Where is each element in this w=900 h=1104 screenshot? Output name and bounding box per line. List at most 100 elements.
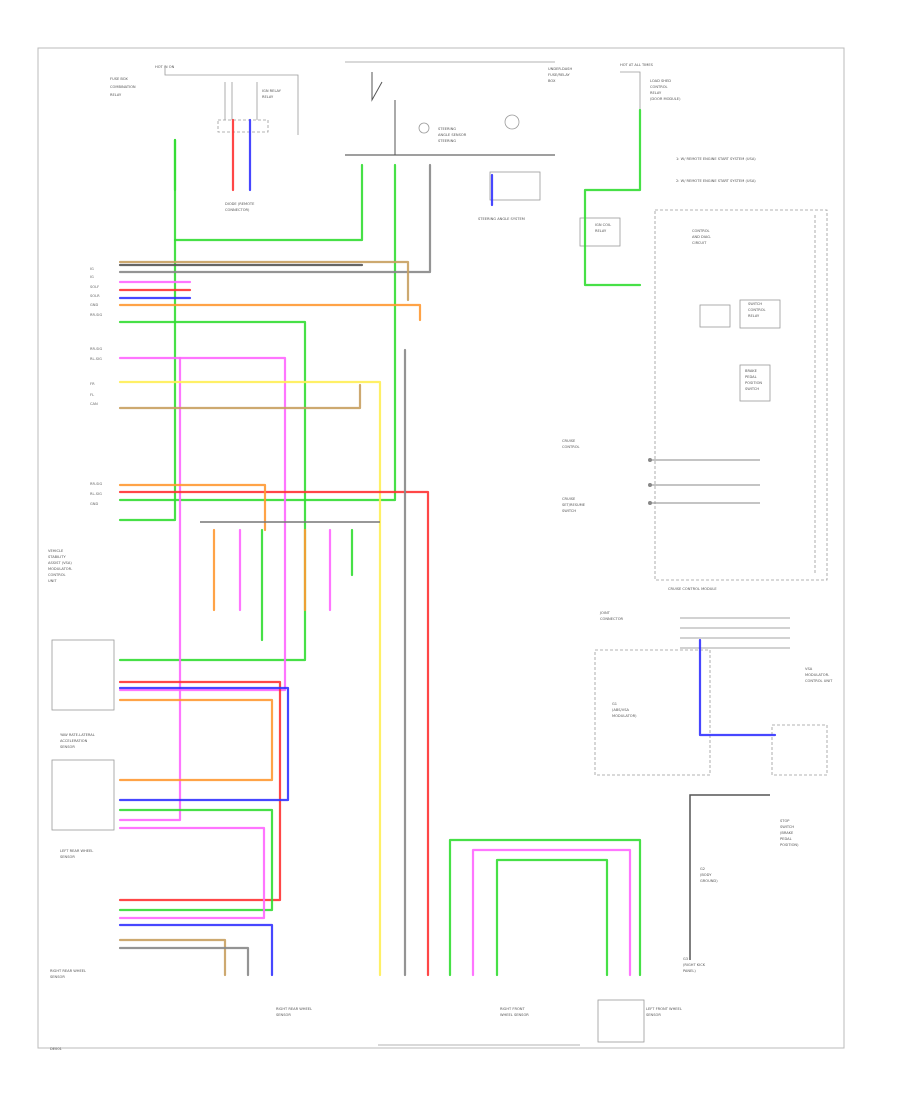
svg-text:RIGHT REAR WHEEL: RIGHT REAR WHEEL	[50, 969, 86, 973]
wire-green-0	[118, 138, 177, 522]
svg-text:ACCELERATION: ACCELERATION	[60, 739, 88, 743]
svg-text:STEERING ANGLE SYSTEM: STEERING ANGLE SYSTEM	[478, 217, 525, 221]
wire-tan-9	[118, 260, 410, 302]
main-connector-pins: IG IG SOLF SOLR GND RR-SIG RR-SIG RL-SIG…	[90, 267, 102, 506]
svg-text:POSITION): POSITION)	[780, 843, 799, 847]
wire-green-3	[118, 163, 397, 502]
svg-text:GND: GND	[90, 502, 98, 506]
svg-text:MODULATOR): MODULATOR)	[612, 714, 637, 718]
svg-text:BRAKE: BRAKE	[745, 369, 758, 373]
svg-text:JOINT: JOINT	[599, 611, 611, 615]
svg-text:G3: G3	[683, 957, 688, 961]
svg-text:CONNECTOR): CONNECTOR)	[225, 208, 250, 212]
wire-green-4	[583, 108, 642, 287]
wire-blue-39	[698, 638, 777, 737]
svg-text:(DOOR MODULE): (DOOR MODULE)	[650, 97, 681, 101]
svg-text:CONTROL: CONTROL	[650, 85, 668, 89]
svg-text:RR-SIG: RR-SIG	[90, 482, 102, 486]
svg-text:CONTROL: CONTROL	[692, 229, 710, 233]
svg-text:IG: IG	[90, 267, 94, 271]
wire-tan-26	[118, 938, 227, 977]
brake-switch-group: JOINT CONNECTOR G1 (ABS/VSA MODULATOR) V…	[594, 611, 833, 973]
wire-green-23	[118, 808, 274, 912]
svg-text:SENSOR: SENSOR	[276, 1013, 291, 1017]
page-ref: DE001	[50, 1047, 62, 1051]
top-right-fuse-group: UNDER-DASH FUSE/RELAY BOX HOT AT ALL TIM…	[548, 63, 756, 247]
svg-text:FR: FR	[90, 382, 95, 386]
wire-blue-22	[118, 686, 290, 802]
svg-text:LOAD SHED: LOAD SHED	[650, 79, 671, 83]
svg-text:SENSOR: SENSOR	[60, 855, 75, 859]
left-panel-labels: YAW RATE-LATERAL ACCELERATION SENSOR LEF…	[50, 733, 95, 979]
legend-2: 2: W/ REMOTE ENGINE START SYSTEM (USA)	[676, 179, 756, 183]
svg-text:STEERING: STEERING	[438, 127, 456, 131]
svg-text:SWITCH: SWITCH	[562, 509, 576, 513]
svg-text:HOT IN ON: HOT IN ON	[155, 65, 175, 69]
svg-text:SET/RESUME: SET/RESUME	[562, 503, 586, 507]
svg-text:HOT AT ALL TIMES: HOT AT ALL TIMES	[620, 63, 654, 67]
svg-text:PEDAL: PEDAL	[745, 375, 757, 379]
svg-text:(BODY: (BODY	[700, 873, 712, 877]
svg-text:MODULATOR-: MODULATOR-	[48, 567, 73, 571]
wire-group	[118, 108, 777, 977]
svg-text:RELAY: RELAY	[110, 93, 122, 97]
wire-orange-20	[118, 698, 274, 782]
wire-yellow-16	[118, 380, 382, 977]
yaw-sensor-box	[51, 639, 115, 711]
svg-text:G1: G1	[612, 702, 617, 706]
svg-text:CRUISE: CRUISE	[562, 497, 576, 501]
svg-text:FL: FL	[90, 393, 94, 397]
svg-text:SWITCH: SWITCH	[780, 825, 794, 829]
cruise-control-module: CONTROL AND DIAG. CIRCUIT SWITCH CONTROL…	[562, 209, 828, 591]
svg-text:STABILITY: STABILITY	[48, 555, 66, 559]
wire-gray-27	[118, 946, 250, 977]
svg-text:SOLR: SOLR	[90, 294, 100, 298]
wire-green-28	[448, 838, 642, 977]
svg-text:CAN: CAN	[90, 402, 98, 406]
top-center-switch-group: STEERING ANGLE SENSOR STEERING STEERING …	[345, 61, 555, 221]
svg-text:RR-SIG: RR-SIG	[90, 313, 102, 317]
svg-text:RELAY: RELAY	[748, 314, 760, 318]
wire-pink-14	[118, 356, 287, 692]
svg-text:RELAY: RELAY	[650, 91, 662, 95]
wire-green-1	[173, 163, 364, 242]
svg-text:LEFT REAR WHEEL: LEFT REAR WHEEL	[60, 849, 93, 853]
svg-text:STEERING: STEERING	[438, 139, 456, 143]
svg-text:CONNECTOR: CONNECTOR	[600, 617, 624, 621]
svg-text:RL-SIG: RL-SIG	[90, 357, 102, 361]
svg-text:DIODE (REMOTE: DIODE (REMOTE	[225, 202, 255, 206]
svg-text:LEFT FRONT WHEEL: LEFT FRONT WHEEL	[646, 1007, 682, 1011]
wire-pink-29	[471, 848, 632, 977]
svg-text:RIGHT REAR WHEEL: RIGHT REAR WHEEL	[276, 1007, 312, 1011]
svg-text:MODULATOR-: MODULATOR-	[805, 673, 830, 677]
svg-text:ANGLE SENSOR: ANGLE SENSOR	[438, 133, 467, 137]
svg-text:VSA: VSA	[805, 667, 813, 671]
svg-text:(RIGHT KICK: (RIGHT KICK	[683, 963, 706, 967]
main-module-labels: VEHICLE STABILITY ASSIST (VSA) MODULATOR…	[48, 549, 73, 583]
wire-orange-13	[118, 303, 422, 322]
svg-text:FUSE BOX: FUSE BOX	[110, 77, 128, 81]
svg-text:STOP: STOP	[780, 819, 790, 823]
svg-text:(BRAKE: (BRAKE	[780, 831, 794, 835]
svg-text:GND: GND	[90, 303, 98, 307]
svg-text:IGN RELAY: IGN RELAY	[262, 89, 282, 93]
svg-text:RELAY: RELAY	[262, 95, 274, 99]
svg-text:SENSOR: SENSOR	[646, 1013, 661, 1017]
svg-text:IG: IG	[90, 275, 94, 279]
svg-text:RR-SIG: RR-SIG	[90, 347, 102, 351]
svg-text:G2: G2	[700, 867, 705, 871]
bottom-labels: RIGHT REAR WHEEL SENSOR RIGHT FRONT WHEE…	[50, 999, 682, 1051]
svg-text:RIGHT FRONT: RIGHT FRONT	[500, 1007, 525, 1011]
svg-text:RL-SIG: RL-SIG	[90, 492, 102, 496]
svg-text:CRUISE: CRUISE	[562, 439, 576, 443]
svg-text:POSITION: POSITION	[745, 381, 762, 385]
svg-text:UNIT: UNIT	[48, 579, 57, 583]
svg-text:PANEL): PANEL)	[683, 969, 696, 973]
left-rear-sensor-box	[51, 759, 115, 831]
svg-text:CONTROL: CONTROL	[748, 308, 766, 312]
svg-text:GROUND): GROUND)	[700, 879, 718, 883]
svg-text:ASSIST (VSA): ASSIST (VSA)	[48, 561, 72, 565]
svg-text:COMBINATION: COMBINATION	[110, 85, 136, 89]
